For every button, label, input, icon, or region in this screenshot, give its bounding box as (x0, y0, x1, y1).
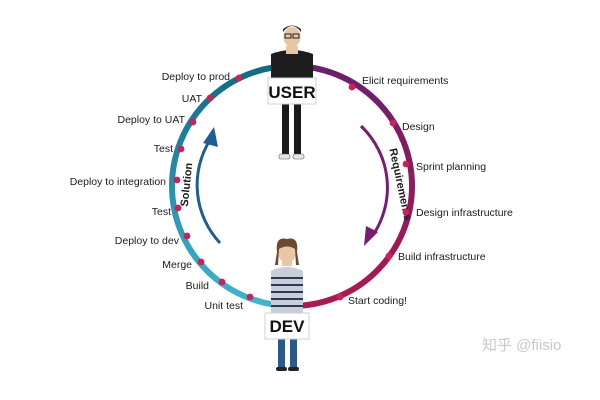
watermark: 知乎 @fiisio (482, 337, 561, 354)
requirements-step-dot (348, 83, 356, 91)
requirements-step-dot (402, 208, 410, 216)
user-sign: USER (267, 77, 317, 105)
solution-step-dot (189, 118, 197, 126)
requirements-step-label: Elicit requirements (362, 75, 448, 87)
solution-step-label: Deploy to prod (162, 71, 230, 83)
user-sign-label: USER (268, 83, 315, 102)
solution-step-label: Test (152, 206, 171, 218)
solution-step-dot (197, 258, 205, 266)
dev-sign-label: DEV (270, 317, 306, 336)
solution-step-dot (177, 145, 185, 153)
solution-step-label: UAT (182, 93, 203, 105)
requirements-arrowhead (364, 226, 378, 246)
solution-step-dot (206, 94, 214, 102)
solution-step-dot (173, 176, 181, 184)
solution-step-label: Build (186, 280, 210, 292)
solution-step-dot (183, 232, 191, 240)
solution-step-label: Merge (162, 259, 192, 271)
solution-step-label: Deploy to dev (115, 235, 180, 247)
requirements-step-dot (336, 293, 344, 301)
solution-label: Solution (179, 162, 196, 207)
requirements-step-label: Design infrastructure (416, 207, 513, 219)
solution-step-label: Test (154, 143, 173, 155)
requirements-step-label: Sprint planning (416, 161, 486, 173)
solution-step-dot (174, 204, 182, 212)
requirements-step-label: Start coding! (348, 295, 407, 307)
requirements-arrow (359, 124, 389, 236)
solution-step-dot (235, 74, 243, 82)
solution-step-label: Deploy to UAT (118, 114, 186, 126)
requirements-step-dot (402, 160, 410, 168)
solution-step-dot (218, 278, 226, 286)
user-person-illustration (271, 25, 313, 160)
requirements-step-dot (389, 119, 397, 127)
requirements-arc (289, 63, 415, 309)
requirements-step-label: Build infrastructure (398, 251, 486, 263)
solution-arrow (195, 139, 222, 245)
solution-arrowhead (203, 127, 218, 147)
dev-sign: DEV (264, 312, 310, 340)
solution-step-label: Unit test (204, 300, 243, 312)
solution-step-dot (246, 293, 254, 301)
requirements-step-dot (385, 252, 393, 260)
dev-person-illustration (271, 238, 303, 371)
solution-step-label: Deploy to integration (70, 176, 166, 188)
requirements-step-label: Design (402, 121, 435, 133)
